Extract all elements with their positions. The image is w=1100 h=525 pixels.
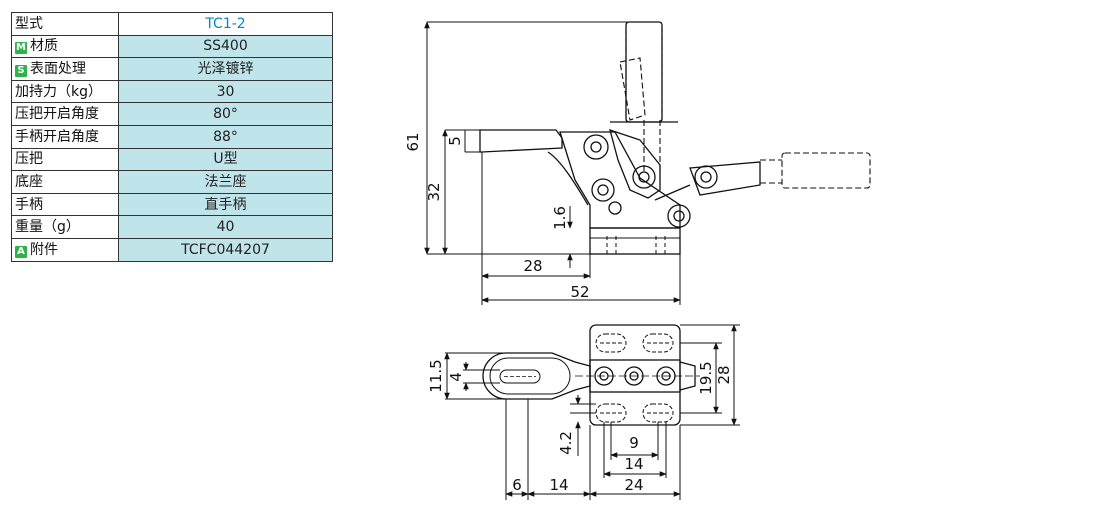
spec-badge-icon: A	[15, 245, 27, 258]
spec-label: 压把	[15, 151, 43, 168]
spec-value: 光泽镀锌	[118, 57, 333, 81]
pressing-arm	[479, 129, 563, 153]
spec-row: 压把开启角度 80°	[11, 102, 333, 126]
spec-label-cell: 加持力（kg）	[11, 79, 119, 104]
spec-label-cell: 重量（g）	[11, 215, 119, 239]
spec-value: 30	[118, 79, 333, 104]
spec-row: 底座 法兰座	[11, 170, 333, 194]
spec-row: 加持力（kg） 30	[11, 79, 333, 104]
dim-clamp-height: 32	[425, 182, 443, 201]
top-view	[482, 324, 700, 426]
spec-label: 附件	[30, 241, 58, 258]
spec-label: 底座	[15, 173, 43, 190]
dim-arm-thickness: 5	[446, 136, 464, 146]
spec-label-cell: 压把	[11, 147, 119, 172]
dim-hole-spacing-x: 9	[629, 434, 639, 452]
dim-base-thickness: 1.6	[551, 206, 569, 230]
side-view	[479, 21, 871, 255]
dim-hole-pitch-y: 19.5	[697, 361, 715, 394]
spec-badge-icon: S	[15, 64, 27, 77]
dim-arm-to-base: 28	[523, 257, 542, 275]
spec-label: 压把开启角度	[15, 106, 99, 123]
dim-arm-slot: 6	[512, 476, 522, 494]
spec-label: 手柄	[15, 196, 43, 213]
spec-label: 表面处理	[30, 60, 86, 77]
clamp-base	[589, 227, 681, 255]
dim-base-length: 24	[624, 476, 643, 494]
dim-base-width: 28	[715, 365, 733, 384]
dim-edge-offset: 4.2	[557, 431, 575, 455]
spec-value: TCFC044207	[118, 237, 333, 262]
spec-label-cell: 型式	[11, 12, 119, 36]
spec-value: 直手柄	[118, 192, 333, 217]
clamp-body	[559, 131, 681, 229]
spec-label-cell: 压把开启角度	[11, 102, 119, 126]
dim-arm-offset: 14	[549, 476, 568, 494]
spec-value: 88°	[118, 124, 333, 149]
side-view-dimensions	[424, 21, 681, 305]
dim-slot-width: 4	[447, 372, 465, 382]
spec-label: 型式	[15, 15, 43, 32]
top-view-dimensions	[444, 324, 740, 500]
spec-value: 80°	[118, 102, 333, 126]
dim-arm-width: 11.5	[427, 359, 445, 392]
spec-value: SS400	[118, 34, 333, 59]
spec-label-cell: 手柄	[11, 192, 119, 217]
spec-row: 手柄 直手柄	[11, 192, 333, 217]
spec-label: 加持力（kg）	[15, 83, 102, 100]
spec-value: 法兰座	[118, 170, 333, 194]
top-arm	[482, 352, 591, 400]
spec-value: TC1-2	[118, 12, 333, 36]
dim-overall-height: 61	[404, 132, 422, 151]
spec-label: 重量（g）	[15, 219, 80, 236]
spec-label-cell: 手柄开启角度	[11, 124, 119, 149]
spec-row: 型式 TC1-2	[11, 12, 333, 36]
dim-hole-pitch-x: 14	[624, 455, 643, 473]
dim-overall-length: 52	[570, 283, 589, 301]
spec-row: 重量（g）40	[11, 215, 333, 239]
spec-badge-icon: M	[15, 42, 27, 55]
base-plate	[589, 324, 681, 426]
spec-row: 手柄开启角度 88°	[11, 124, 333, 149]
spec-label: 手柄开启角度	[15, 128, 99, 145]
spec-label: 材质	[30, 38, 58, 55]
